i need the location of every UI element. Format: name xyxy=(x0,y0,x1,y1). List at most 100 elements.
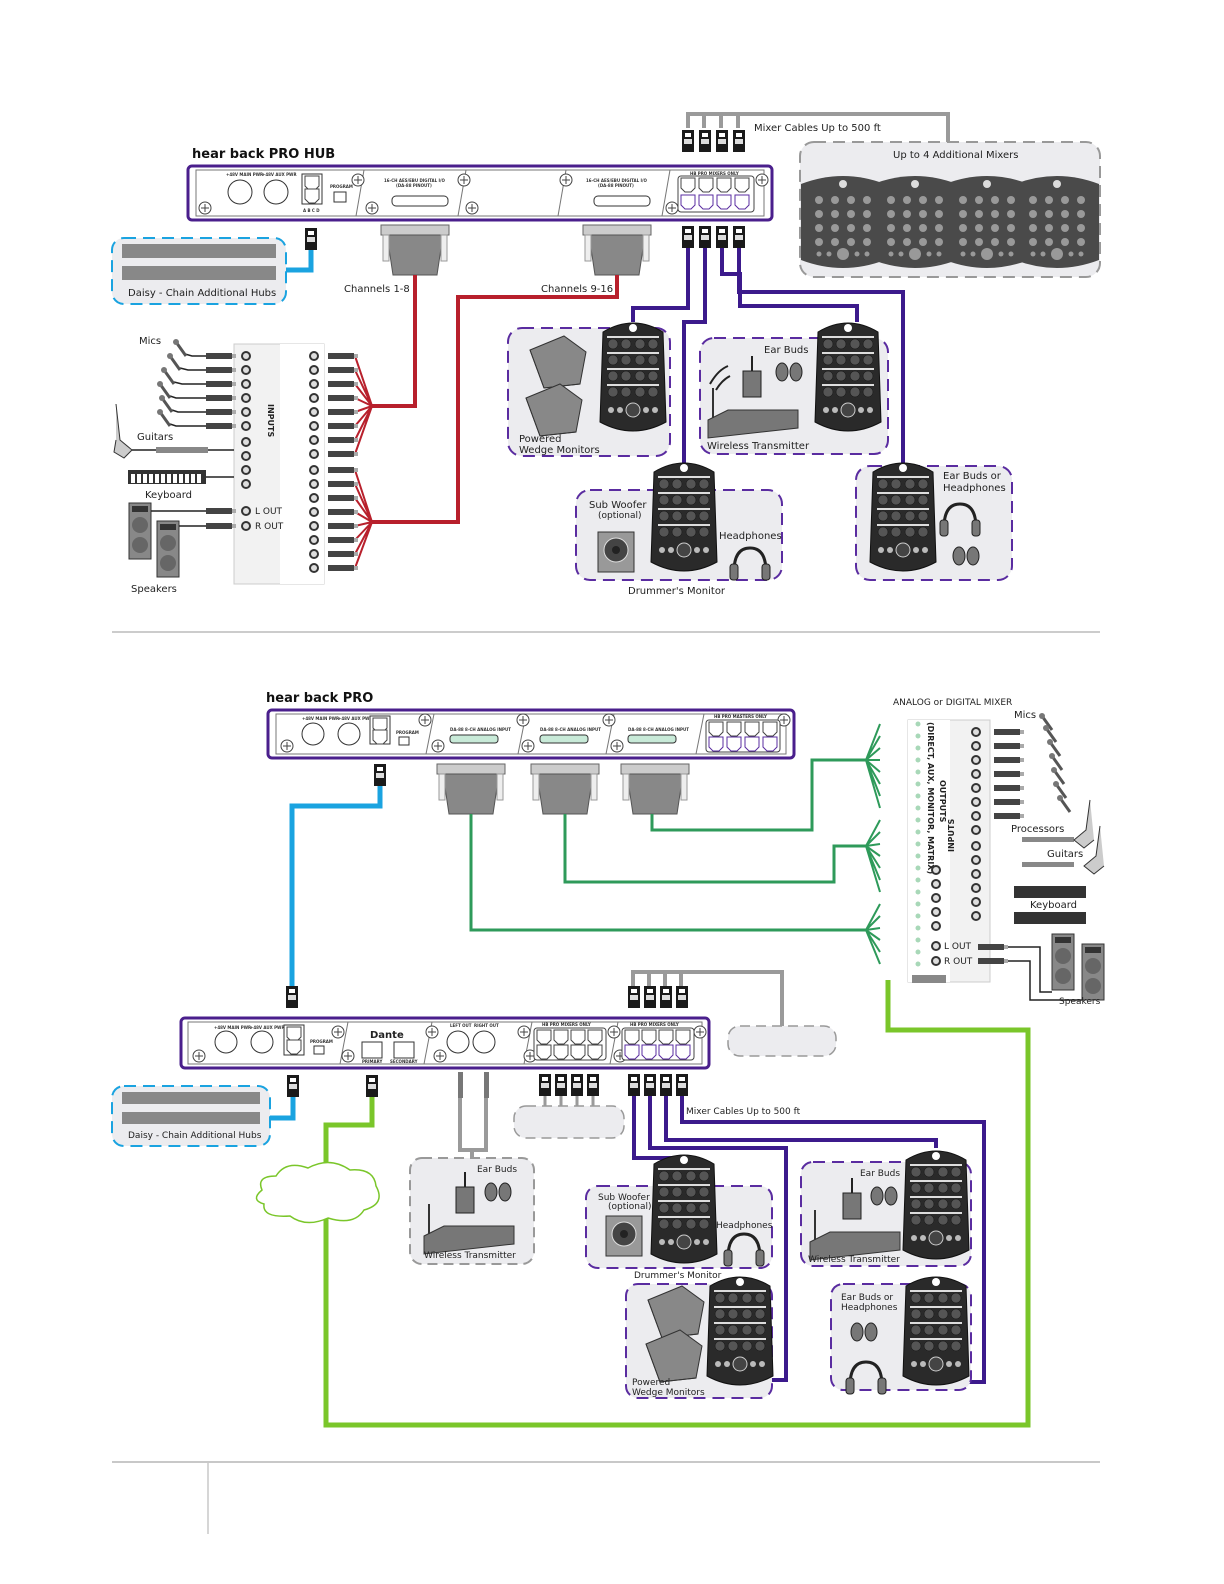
left-out-label: LEFT OUT xyxy=(450,1023,472,1028)
gray-mixer-2 xyxy=(873,176,957,268)
hub-top-chassis: +48V MAIN PWR +48V AUX PWR PROGRAM DA-88… xyxy=(266,708,796,760)
station-label: Wireless Transmitter xyxy=(808,1255,900,1265)
console-inputs-label: INPUTS xyxy=(266,404,275,437)
dante-primary-port xyxy=(361,1041,383,1059)
mixer-ports-label: HB PRO MIXERS ONLY xyxy=(542,1022,591,1027)
speaker-icon xyxy=(1081,943,1105,1001)
main-power-label: +48V MAIN PWR xyxy=(214,1025,251,1030)
guitar-icon xyxy=(1073,799,1095,849)
right-out-label: RIGHT OUT xyxy=(474,1023,499,1028)
analog-input-label: DA-88 8-CH ANALOG INPUT xyxy=(450,727,511,732)
station-label: Sub Woofer xyxy=(589,500,647,511)
keyboard-label: Keyboard xyxy=(1030,900,1077,911)
personal-mixer xyxy=(650,1154,718,1264)
station-label: Ear Buds xyxy=(860,1169,900,1179)
daisy-chain-cable xyxy=(289,786,383,986)
aux-power-label: +48V AUX PWR xyxy=(338,716,373,721)
mics-label: Mics xyxy=(1014,710,1036,721)
main-power-label: +48V MAIN PWR xyxy=(302,716,339,721)
db25-plug xyxy=(436,763,506,815)
mixer-ports-label: HB PRO MIXERS ONLY xyxy=(690,171,739,176)
subwoofer-icon xyxy=(597,531,635,573)
digital-io-2-label: 16-CH AES/EBU DIGITAL I/O xyxy=(586,178,647,183)
analog-output-cables xyxy=(469,758,866,932)
daisy-chain-plug xyxy=(286,986,298,1008)
aux-power-label: +48V AUX PWR xyxy=(262,172,297,177)
program-label: PROGRAM xyxy=(396,730,419,735)
station-label: Headphones xyxy=(841,1303,898,1313)
station-label: Sub Woofer xyxy=(598,1193,650,1203)
station-label: Headphones xyxy=(716,1221,773,1231)
diagram-1: Mixer Cables Up to 500 ft Up to 4 Additi… xyxy=(111,112,1101,597)
station-caption: Drummer's Monitor xyxy=(634,1271,722,1281)
station-label: Powered xyxy=(519,434,562,445)
personal-mixer xyxy=(599,322,667,432)
daisy-chain-plug xyxy=(305,228,317,250)
personal-mixer xyxy=(902,1276,970,1386)
mixer-ports-label: HB PRO MASTERS ONLY xyxy=(714,714,767,719)
mic-icon xyxy=(155,407,172,428)
aux-power-jack xyxy=(263,179,289,205)
gray-mixer-4 xyxy=(1015,176,1099,268)
program-label: PROGRAM xyxy=(310,1039,333,1044)
r-out-label: R OUT xyxy=(255,522,284,532)
mics xyxy=(169,353,206,427)
digital-io-2-pinout: (DA-88 PINOUT) xyxy=(598,183,634,188)
mixer-cables xyxy=(631,248,905,466)
mixer-cables-label: Mixer Cables Up to 500 ft xyxy=(754,123,881,134)
speakers-label: Speakers xyxy=(1059,997,1101,1007)
dante-plug xyxy=(366,1075,378,1097)
additional-mixer-cables xyxy=(631,970,784,1028)
usb-program-port xyxy=(333,191,347,203)
db25-port-1 xyxy=(391,195,449,207)
mixer-network-port xyxy=(912,975,946,983)
processor-icon xyxy=(1022,837,1074,842)
station-label: Powered xyxy=(632,1378,670,1388)
keyboard-label: Keyboard xyxy=(145,490,192,501)
keyboard-icon xyxy=(1014,912,1086,924)
db25-plug-2 xyxy=(582,224,652,276)
abcd-label: A B C D xyxy=(303,208,320,213)
guitars-label: Guitars xyxy=(1047,849,1083,860)
daisy-chain-plug xyxy=(287,1075,299,1097)
di-box-icon xyxy=(1022,862,1074,867)
mixer-inputs-label: INPUTS xyxy=(947,819,956,852)
diagram-2: hear back PRO +48V MAIN PWR +48V AUX PWR… xyxy=(111,691,1105,1428)
mixer-title: ANALOG or DIGITAL MIXER xyxy=(893,698,1012,708)
dante-network-cable xyxy=(323,980,1031,1428)
mixer-output-leds xyxy=(915,721,921,967)
station-label: Ear Buds or xyxy=(943,471,1002,482)
subwoofer-icon xyxy=(605,1215,643,1257)
personal-mixer xyxy=(814,322,882,432)
r-out-label: R OUT xyxy=(944,957,973,967)
personal-mixer xyxy=(902,1150,970,1260)
analog-snake-cables xyxy=(372,275,619,524)
guitars-label: Guitars xyxy=(137,432,173,443)
l-out-label: L OUT xyxy=(255,507,283,517)
gray-mixer-1 xyxy=(801,176,885,268)
mixer-cables-label: Mixer Cables Up to 500 ft xyxy=(686,1107,801,1117)
rj45-plugs-bottom xyxy=(682,226,745,248)
analog-input-label: DA-88 8-CH ANALOG INPUT xyxy=(540,727,601,732)
network-cloud-icon xyxy=(255,1161,380,1224)
mic-icon xyxy=(1055,793,1072,814)
right-out-jack xyxy=(472,1030,496,1054)
station-caption: Drummer's Monitor xyxy=(628,586,726,597)
mixer-outputs-label: OUTPUTS xyxy=(938,780,947,823)
snake-fanout xyxy=(354,355,373,569)
station-sublabel: (optional) xyxy=(608,1202,652,1212)
l-out-label: L OUT xyxy=(944,942,972,952)
hub-bottom-chassis: +48V MAIN PWR +48V AUX PWR PROGRAM Dante… xyxy=(179,1016,711,1070)
output-fanout xyxy=(865,723,881,965)
ear-buds-label: Ear Buds xyxy=(477,1165,517,1175)
mic-xlr-plugs xyxy=(206,353,236,429)
station-label: Headphones xyxy=(943,483,1006,494)
mic-icon xyxy=(159,365,176,386)
guitar-icon xyxy=(113,403,133,459)
station-label: Wedge Monitors xyxy=(632,1388,705,1398)
keyboard-icon xyxy=(1014,886,1086,898)
station-sublabel: (optional) xyxy=(598,511,642,521)
station-label: Ear Buds or xyxy=(841,1293,893,1303)
additional-mixer-cables xyxy=(686,112,950,145)
